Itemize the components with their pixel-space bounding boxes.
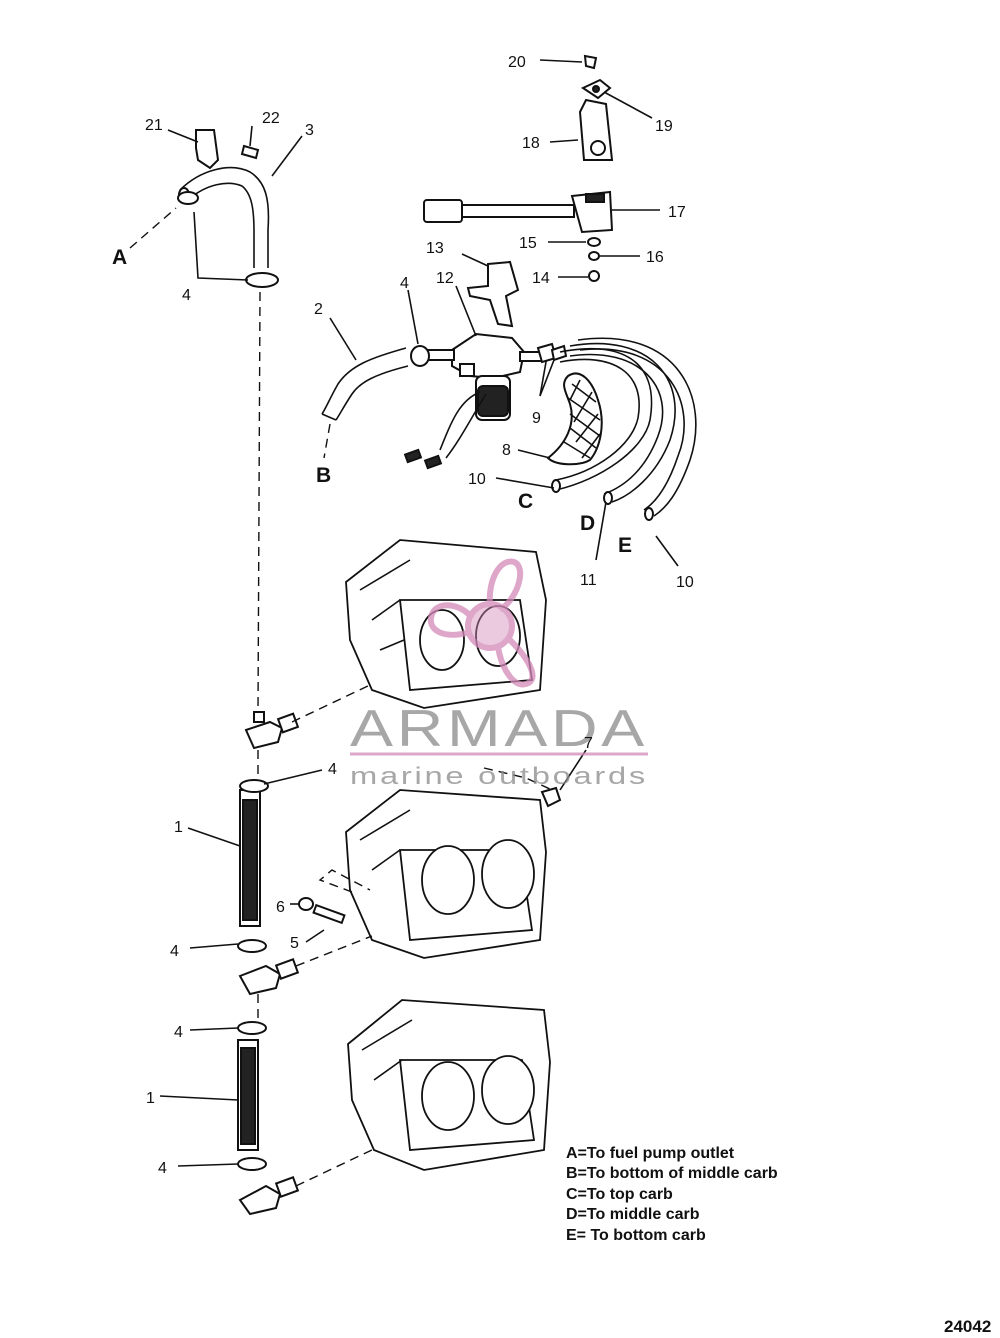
part-17-sensor xyxy=(423,190,614,234)
part-4-clip-bottom-bottom xyxy=(237,1157,267,1171)
fitting-middle xyxy=(238,958,300,996)
connection-letters: A B C D E xyxy=(112,246,632,557)
callout-label: 4 xyxy=(328,761,337,778)
legend-item: B=To bottom of middle carb xyxy=(566,1165,778,1182)
connection-letter-a: A xyxy=(112,246,127,269)
watermark-tagline: marine outboards xyxy=(350,763,648,790)
connection-letter-b: B xyxy=(316,464,331,487)
connection-letter-e: E xyxy=(618,534,632,557)
callout-label: 2 xyxy=(314,301,323,318)
callout-label: 3 xyxy=(305,122,314,139)
fitting-bottom xyxy=(238,1176,300,1216)
callout-label: 16 xyxy=(646,249,664,266)
callout-label: 13 xyxy=(426,240,444,257)
part-4-clip-middle-bottom xyxy=(237,939,267,953)
callout-label: 10 xyxy=(676,574,694,591)
callout-label: 12 xyxy=(436,270,454,287)
carburetor-bottom xyxy=(347,999,551,1171)
callout-label: 18 xyxy=(522,135,540,152)
legend-item: C=To top carb xyxy=(566,1186,673,1203)
callout-label: 22 xyxy=(262,110,280,127)
fitting-top xyxy=(244,711,300,750)
callout-label: 20 xyxy=(508,54,526,71)
callout-label: 4 xyxy=(158,1160,167,1177)
part-4-clip-bottom-top xyxy=(237,1021,267,1035)
callout-label: 4 xyxy=(174,1024,183,1041)
part-21-clamp xyxy=(195,129,220,170)
watermark: ARMADA marine outboards xyxy=(350,558,648,790)
watermark-brand: ARMADA xyxy=(350,700,648,758)
callout-label: 6 xyxy=(276,899,285,916)
part-3-elbow-hose xyxy=(178,166,270,268)
callout-label: 5 xyxy=(290,935,299,952)
leader-lines xyxy=(159,59,679,1167)
callout-label: 15 xyxy=(519,235,537,252)
part-4-clip-lower-hose xyxy=(245,272,279,288)
part-4-clip-middle-top xyxy=(239,779,269,793)
part-2-hose xyxy=(321,347,409,421)
watermark-logo-icon xyxy=(427,558,536,688)
callout-label: 8 xyxy=(502,442,511,459)
part-8-filter-hose xyxy=(546,372,603,466)
part-20-screw xyxy=(583,54,598,70)
part-13-bracket xyxy=(466,260,520,328)
part-22-screw xyxy=(240,144,260,160)
callout-label: 17 xyxy=(668,204,686,221)
part-4-clip-upper-left xyxy=(177,191,199,205)
dashed-connection-lines xyxy=(129,207,553,1187)
callout-label: 1 xyxy=(174,819,183,836)
callout-label: 10 xyxy=(468,471,486,488)
legend-item: E= To bottom carb xyxy=(566,1227,706,1244)
callout-labels: 20 19 18 17 15 16 14 13 12 4 2 9 8 10 11… xyxy=(145,54,694,1177)
part-4-clip-at-solenoid xyxy=(410,345,430,367)
callout-label: 7 xyxy=(584,735,593,752)
callout-label: 21 xyxy=(145,117,163,134)
part-1-hose-middle xyxy=(239,789,261,927)
part-9-fittings xyxy=(536,342,568,364)
callout-label: 19 xyxy=(655,118,673,135)
callout-label: 4 xyxy=(400,275,409,292)
figure-number: 24042 xyxy=(944,1317,991,1336)
part-18-bracket xyxy=(578,98,614,161)
callout-label: 14 xyxy=(532,270,550,287)
connection-letter-c: C xyxy=(518,490,533,513)
legend-item: A=To fuel pump outlet xyxy=(566,1145,735,1162)
callout-label: 4 xyxy=(170,943,179,960)
part-1-hose-bottom xyxy=(237,1039,259,1151)
legend-item: D=To middle carb xyxy=(566,1206,700,1223)
part-19-nut xyxy=(580,78,612,100)
legend: A=To fuel pump outlet B=To bottom of mid… xyxy=(566,1145,778,1244)
callout-label: 4 xyxy=(182,287,191,304)
parts-5-6-bolt-washer xyxy=(298,897,346,925)
parts-14-15-16 xyxy=(587,237,601,282)
carburetor-middle xyxy=(345,789,547,959)
callout-label: 1 xyxy=(146,1090,155,1107)
connection-letter-d: D xyxy=(580,512,595,535)
part-7-nut xyxy=(540,786,562,808)
callout-label: 11 xyxy=(580,572,597,589)
parts-10-11-fuel-lines xyxy=(551,337,697,521)
callout-label: 9 xyxy=(532,410,541,427)
